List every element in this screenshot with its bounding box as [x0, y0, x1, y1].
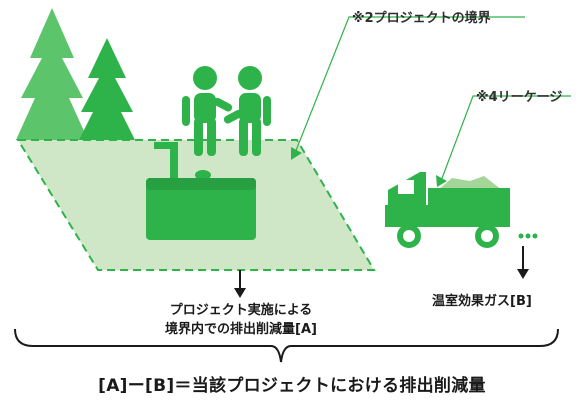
down-arrow-icon	[517, 246, 529, 279]
truck-icon	[385, 172, 510, 248]
ghg-caption: 温室効果ガス[B]	[432, 294, 532, 309]
person-icon	[182, 66, 233, 156]
tank-icon	[146, 142, 256, 240]
project-caption-line2: 境界内での排出削減量[A]	[165, 322, 317, 337]
project-caption-line1: プロジェクト実施による	[169, 303, 313, 318]
leakage-leader-line	[440, 95, 571, 182]
brace-icon	[14, 328, 559, 363]
tree-icon	[16, 8, 88, 158]
down-arrow-icon	[234, 270, 246, 298]
boundary-leader-line	[294, 16, 525, 154]
project-reduction-caption: プロジェクト実施による 境界内での排出削減量[A]	[148, 301, 334, 339]
formula-text: [A]ー[B]＝当該プロジェクトにおける排出削減量	[98, 376, 486, 396]
leakage-leader-arrow	[436, 175, 447, 187]
boundary-leader-arrow	[291, 147, 302, 160]
leakage-note: ※4リーケージ	[476, 90, 563, 105]
exhaust-dots	[518, 233, 538, 239]
boundary-note: ※2プロジェクトの境界	[352, 11, 491, 26]
person-icon	[223, 66, 271, 156]
